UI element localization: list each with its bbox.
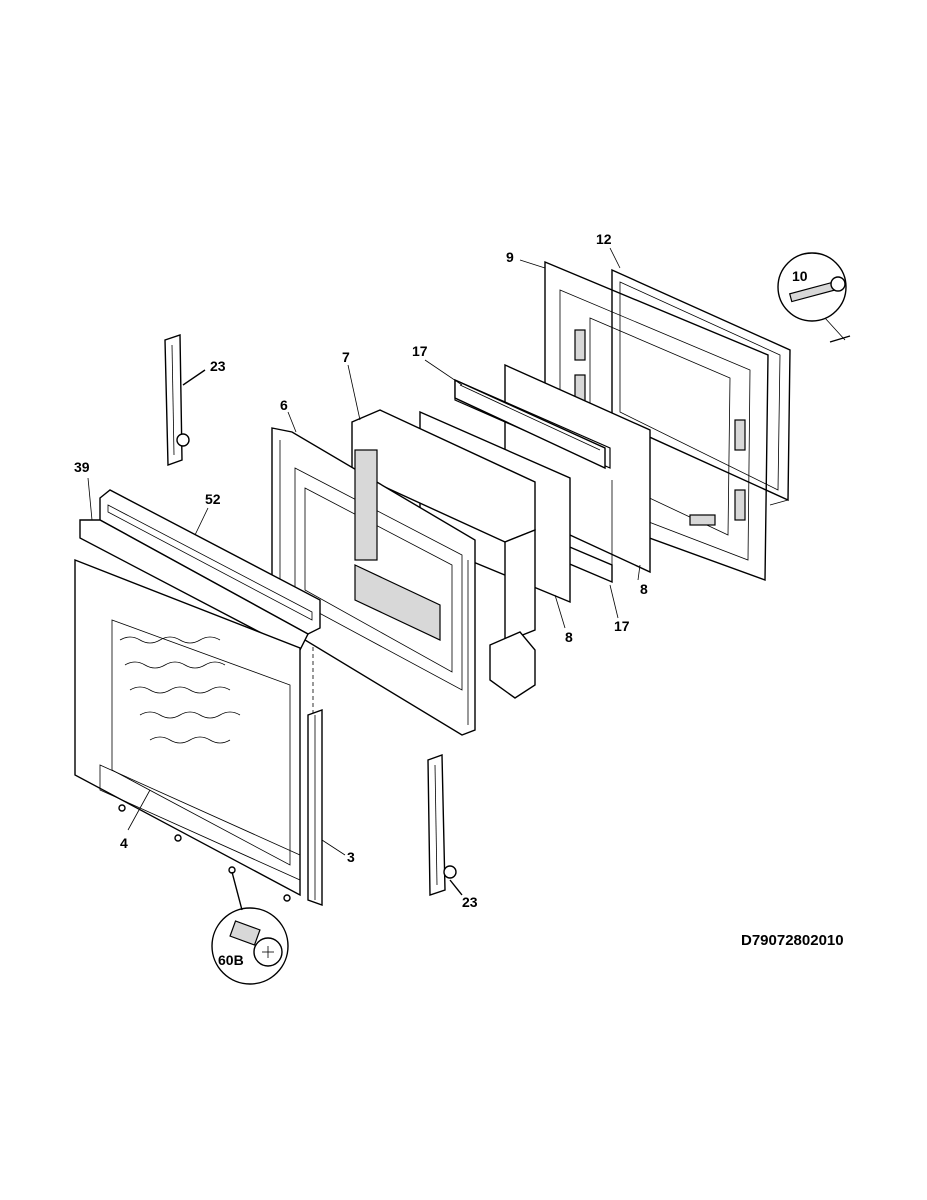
callout-12: 12 — [596, 231, 612, 247]
callout-23b: 23 — [462, 894, 478, 910]
door-frame — [271, 427, 476, 736]
leader-lines — [87, 247, 641, 856]
callout-60b: 60B — [218, 952, 244, 968]
door-gasket — [611, 268, 791, 506]
callout-39: 39 — [74, 459, 90, 475]
callout-3: 3 — [347, 849, 355, 865]
small-screws — [118, 804, 291, 902]
callout-10: 10 — [792, 268, 808, 284]
callout-9: 9 — [506, 249, 514, 265]
screw-callout-circle — [777, 252, 851, 343]
callout-17a: 17 — [412, 343, 428, 359]
callout-7: 7 — [342, 349, 350, 365]
callout-17b: 17 — [614, 618, 630, 634]
callout-8b: 8 — [640, 581, 648, 597]
callout-6: 6 — [280, 397, 288, 413]
glass-channel-17 — [454, 378, 613, 584]
callout-23a: 23 — [210, 358, 226, 374]
diagram-id-code: D79072802010 — [741, 932, 844, 949]
screw-callout-60b — [211, 871, 289, 985]
callout-8a: 8 — [565, 629, 573, 645]
insulation — [351, 409, 536, 699]
door-side-trim — [307, 709, 323, 906]
callout-4: 4 — [120, 835, 128, 851]
hinge-lower — [427, 754, 463, 896]
callout-52: 52 — [205, 491, 221, 507]
hinge-upper — [164, 334, 206, 466]
outer-door-panel — [74, 558, 301, 897]
callout-labels: 3 4 6 7 8 8 9 10 12 17 17 23 23 39 52 60… — [74, 231, 844, 968]
